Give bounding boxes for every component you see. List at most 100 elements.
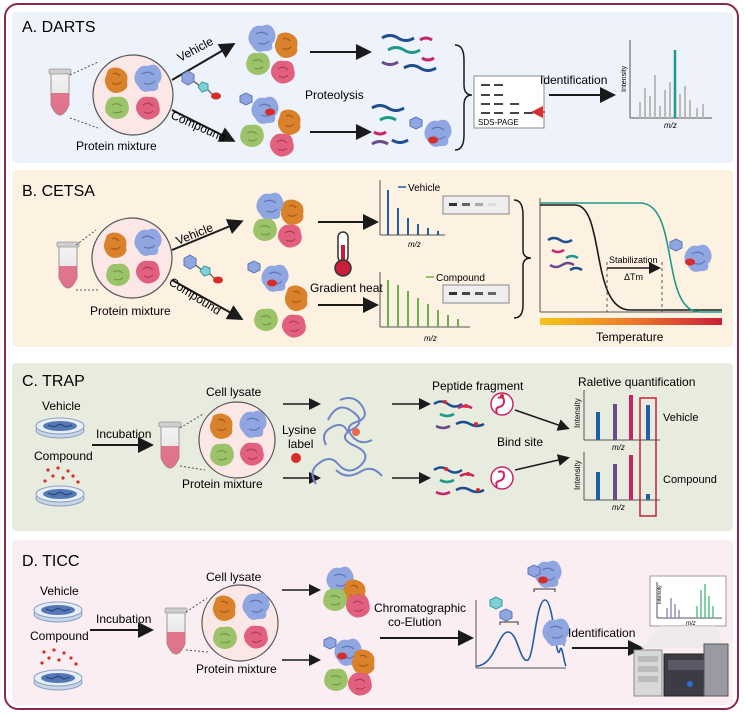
peptide-fragments-compound	[433, 466, 514, 496]
petri-dish-icon	[35, 417, 85, 439]
protein-green-icon	[209, 443, 235, 467]
sample-tube-icon	[56, 241, 80, 289]
compound-dots-icon	[40, 648, 78, 666]
lysine-label-line2: label	[288, 437, 313, 451]
panel-a-title: A. DARTS	[22, 19, 96, 36]
legend-vehicle: Vehicle	[408, 183, 441, 194]
mass-spectrometer-icon: Intensity m/z	[633, 575, 729, 697]
protein-mixture-label: Protein mixture	[182, 477, 263, 491]
petri-dish-icon	[35, 485, 85, 507]
panel-c-title: C. TRAP	[22, 373, 85, 390]
incubation-label: Incubation	[96, 427, 151, 441]
cell-lysate-label: Cell lysate	[206, 570, 262, 584]
lysine-label-dot-icon	[291, 453, 301, 463]
protein-green-icon	[253, 308, 279, 332]
compound-label: Compound	[30, 629, 89, 643]
figure-frame	[4, 3, 739, 710]
incubation-label: Incubation	[96, 612, 151, 626]
protein-mixture-circle	[198, 401, 276, 479]
vehicle-label: Vehicle	[42, 399, 81, 413]
panel-cetsa: B. CETSA Protein mixture Vehicle Compoun…	[12, 170, 733, 347]
protein-mixture-circle	[91, 217, 173, 299]
panel-d-title: D. TICC	[22, 553, 79, 570]
petri-dish-icon	[33, 601, 83, 623]
protein-green-icon	[105, 263, 131, 287]
zoom-line-icon	[69, 117, 99, 129]
peptide-fragments-vehicle	[433, 392, 514, 430]
protein-green-icon	[239, 123, 265, 148]
stabilization-label: Stabilization	[609, 255, 658, 265]
peptide-fragments-bottom	[371, 104, 453, 148]
protein-green-icon	[245, 51, 271, 76]
identification-label: Identification	[540, 73, 607, 87]
protein-orange-icon	[284, 284, 309, 312]
proteolysis-label: Proteolysis	[305, 88, 364, 102]
compound-arrow	[171, 109, 236, 142]
protein-mixture-label: Protein mixture	[76, 139, 157, 153]
vehicle-arrow	[171, 219, 244, 251]
protein-mixture-circle	[92, 54, 174, 136]
ms-spectrum-compound: Compound m/z	[379, 272, 510, 343]
protein-green-icon	[322, 587, 348, 612]
protein-orange-icon	[274, 31, 299, 59]
panel-ticc: D. TICC Vehicle Compound Incubation Cell…	[12, 540, 733, 705]
intensity-label: Intensity	[573, 398, 582, 428]
protein-orange-icon	[351, 648, 376, 676]
legend-compound: Compound	[436, 273, 485, 284]
zoom-line-icon	[69, 61, 99, 76]
delta-tm-label: ΔTm	[624, 272, 643, 282]
protein-green-icon	[212, 625, 238, 650]
protein-green-icon	[323, 667, 349, 692]
chromatogram-plot	[475, 560, 571, 669]
sample-tube-icon	[158, 421, 182, 469]
mz-label: m/z	[664, 121, 677, 130]
ms-spectrum-vehicle: Vehicle m/z	[379, 180, 510, 249]
quantification-title: Raletive quantification	[578, 375, 695, 389]
sample-tube-icon	[164, 607, 188, 655]
mz-label: m/z	[612, 503, 625, 512]
identification-label: Identification	[568, 626, 635, 640]
protein-green-icon	[252, 218, 278, 242]
compound-dots-icon	[43, 466, 80, 484]
bound-compound-icon	[265, 108, 275, 116]
protein-green-icon	[104, 95, 130, 120]
peptide-fragments-top	[381, 34, 437, 72]
chromatographic-label: Chromatographic	[374, 601, 466, 615]
protein-orange-icon	[209, 412, 234, 440]
temperature-label: Temperature	[596, 330, 664, 344]
mz-label: m/z	[424, 334, 437, 343]
petri-dish-icon	[33, 669, 83, 691]
thermometer-icon	[334, 231, 352, 277]
peptide-fragment-label: Peptide fragment	[432, 379, 524, 393]
mz-label: m/z	[612, 443, 625, 452]
ms-spectrum-a: Intensity m/z	[621, 40, 712, 130]
mz-label: m/z	[408, 240, 421, 249]
protein-orange-icon	[103, 231, 128, 259]
lysine-label-line1: Lysine	[282, 423, 317, 437]
protein-structure-icon	[311, 397, 383, 485]
panel-trap: C. TRAP Vehicle Compound Incubation Cell…	[12, 363, 733, 531]
gradient-heat-label: Gradient heat	[310, 281, 383, 295]
protein-mixture-label: Protein mixture	[196, 662, 277, 676]
vehicle-chart-label: Vehicle	[663, 412, 698, 424]
sds-page-gel: SDS-PAGE	[473, 75, 545, 129]
compound-fragment-icon	[239, 92, 253, 106]
bind-site-highlight-box	[639, 397, 657, 517]
panel-darts: A. DARTS Protein mixture Vehicle Compoun…	[12, 12, 733, 163]
compound-chart-label: Compound	[663, 474, 717, 486]
quant-chart-compound: Intensity m/z Compound	[573, 452, 717, 512]
bind-site-label: Bind site	[497, 435, 543, 449]
vehicle-label: Vehicle	[40, 584, 79, 598]
intensity-label: Intensity	[657, 585, 663, 604]
protein-orange-icon	[280, 198, 305, 226]
quant-chart-vehicle: Intensity m/z Vehicle	[573, 390, 698, 452]
sds-page-label: SDS-PAGE	[478, 118, 519, 127]
mz-label: m/z	[686, 621, 696, 627]
intensity-label: Intensity	[573, 460, 582, 490]
cell-lysate-label: Cell lysate	[206, 385, 262, 399]
panel-b-title: B. CETSA	[22, 183, 95, 200]
melting-curve-plot: Stabilization ΔTm Temperature	[539, 198, 722, 344]
protein-orange-icon	[104, 66, 129, 94]
protein-orange-icon	[212, 594, 237, 622]
